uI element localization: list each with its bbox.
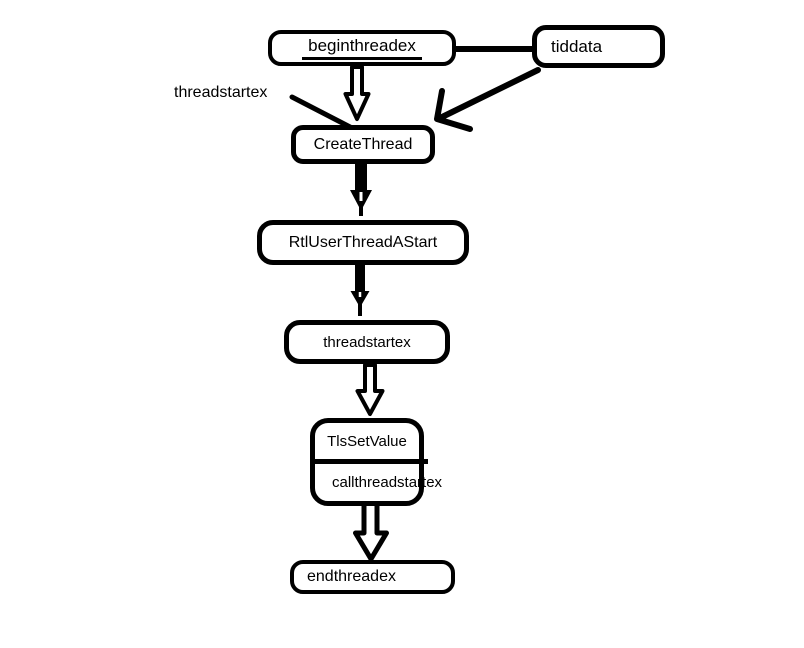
arrow-createthread-rtluserthreadastart (350, 163, 372, 216)
label-threadstartex-param: threadstartex (174, 84, 268, 101)
node-tiddata-label: tiddata (551, 37, 603, 56)
node-callthreadstartex-label: callthreadstartex (332, 473, 443, 491)
node-tlssetvalue-callthreadstartex: TlsSetValue callthreadstartex (310, 418, 442, 506)
node-tlssetvalue-label: TlsSetValue (327, 432, 407, 450)
node-createthread-label: CreateThread (313, 135, 413, 153)
node-endthreadex-label: endthreadex (307, 568, 396, 585)
compartment-divider (313, 459, 428, 464)
node-rtluserthreadastart: RtlUserThreadAStart (257, 220, 469, 265)
arrowhead-tiddata-createthread (434, 88, 473, 132)
arrow-beginthreadex-createthread (343, 65, 371, 121)
connector-threadstartex-label-createthread (289, 94, 355, 131)
connector-tiddata-createthread (437, 67, 541, 121)
arrow-threadstartex-tlssetvalue (355, 363, 385, 416)
node-endthreadex: endthreadex (290, 560, 455, 594)
node-threadstartex-label: threadstartex (323, 333, 411, 351)
compartment-callthreadstartex: callthreadstartex (315, 464, 442, 500)
node-createthread: CreateThread (291, 125, 435, 164)
node-threadstartex: threadstartex (284, 320, 450, 364)
arrow-rtluserthreadastart-threadstartex (350, 263, 370, 316)
node-tiddata: tiddata (532, 25, 665, 68)
compartment-tlssetvalue: TlsSetValue (315, 423, 419, 459)
node-rtluserthreadastart-label: RtlUserThreadAStart (288, 233, 438, 251)
arrow-callthreadstartex-endthreadex (353, 500, 389, 562)
node-beginthreadex: beginthreadex (268, 30, 456, 66)
node-beginthreadex-label: beginthreadex (302, 37, 422, 60)
